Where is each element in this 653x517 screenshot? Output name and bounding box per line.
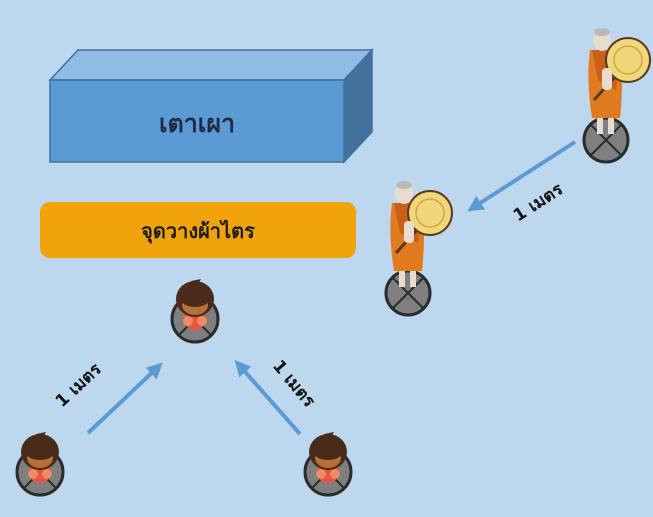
crematorium-top-face [48, 49, 374, 81]
left-person-arrow [86, 362, 163, 435]
person-top-view-icon [15, 430, 65, 497]
left-person-distance-label: 1 เมตร [52, 359, 106, 412]
right-person-arrow [234, 360, 302, 436]
monk-with-fan-icon [582, 26, 652, 164]
monk-distance-label: 1 เมตร [510, 179, 568, 226]
person-top-view-icon [303, 430, 353, 497]
robe-placement-label: จุดวางผ้าไตร [141, 219, 255, 244]
crematorium-label: เตาเผา [159, 109, 235, 138]
crematorium-box: เตาเผา [48, 48, 374, 164]
monk-walk-arrow [467, 140, 577, 212]
crematorium-front-face [49, 79, 345, 163]
monk-with-fan-icon [384, 179, 454, 317]
robe-placement-box: จุดวางผ้าไตร [40, 202, 356, 258]
person-top-view-icon [170, 277, 220, 344]
robe-placement-rect [40, 202, 356, 258]
